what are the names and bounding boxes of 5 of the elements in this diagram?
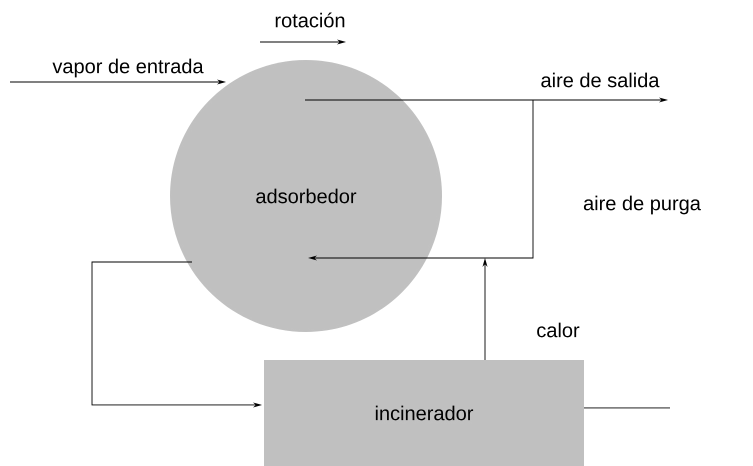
- edge-label: calor: [537, 322, 580, 338]
- edge-label: aire de purga: [584, 196, 701, 214]
- rotation-label: rotación: [276, 12, 344, 28]
- incinerator-box: incinerador: [264, 360, 584, 466]
- edge-label: aire de salida: [541, 72, 660, 88]
